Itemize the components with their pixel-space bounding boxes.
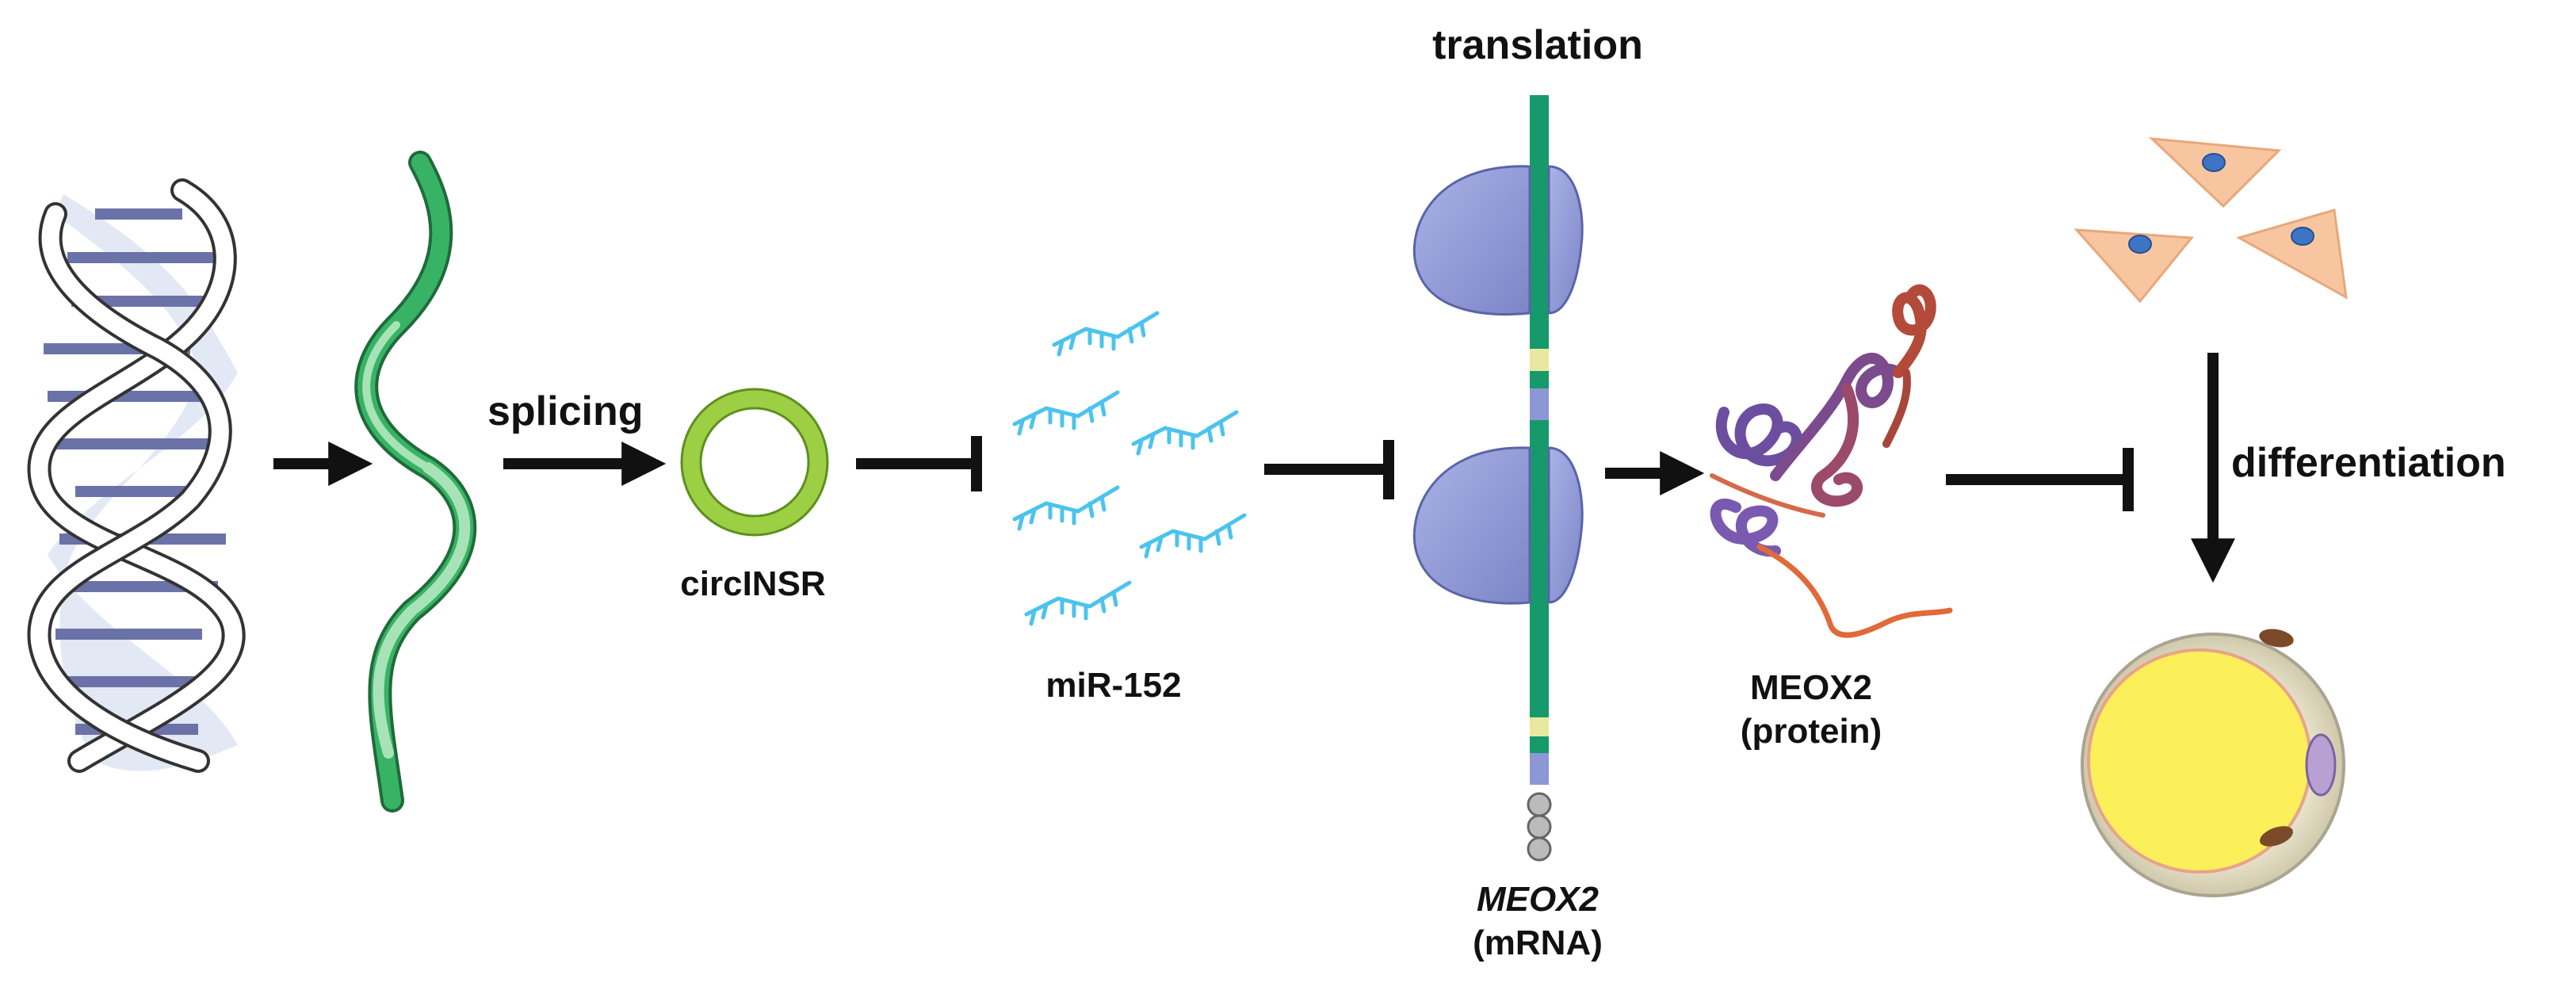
label-circinsr: circINSR xyxy=(680,564,826,603)
label-translation: translation xyxy=(1432,22,1643,68)
mature-adipocyte xyxy=(2081,629,2345,897)
label-mir152: miR-152 xyxy=(1045,666,1182,705)
meox2-mrna-strand xyxy=(1527,95,1552,862)
label-splicing: splicing xyxy=(487,388,644,434)
ribosome-upper xyxy=(1412,165,1584,315)
label-mrna: (mRNA) xyxy=(1473,923,1603,962)
meox2-protein-structure xyxy=(1710,284,1953,638)
inhibit-protein-differentiation xyxy=(1946,448,2134,511)
rna-strand xyxy=(354,151,477,813)
dna-double-helix xyxy=(27,178,246,773)
inhibit-circinsr-mir152 xyxy=(856,436,982,491)
mir152-molecules xyxy=(1012,311,1247,626)
ribosome-lower xyxy=(1412,446,1584,605)
label-meox2-gene: MEOX2 xyxy=(1476,880,1599,919)
inhibit-mir152-mrna xyxy=(1264,440,1394,499)
label-protein: (protein) xyxy=(1740,712,1882,751)
label-differentiation: differentiation xyxy=(2231,440,2506,486)
preadipocyte-cells xyxy=(2073,137,2348,304)
label-meox2-protein-name: MEOX2 xyxy=(1749,668,1873,707)
circinsr-ring xyxy=(682,389,827,535)
